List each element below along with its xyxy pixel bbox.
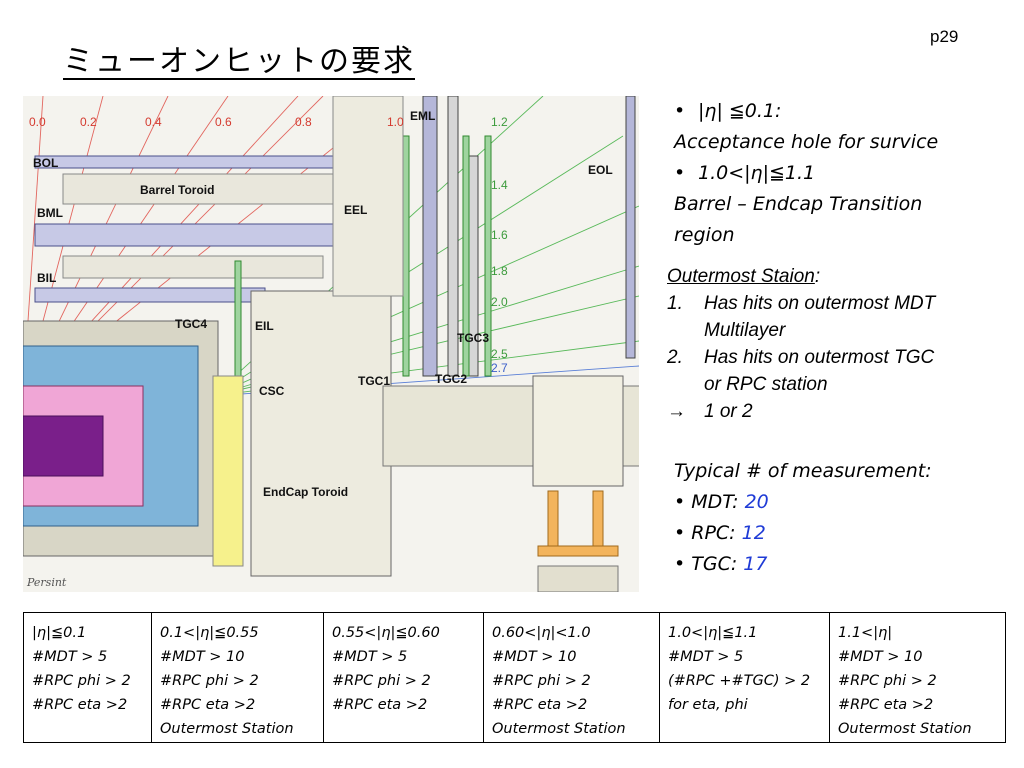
eta-label-0-4: 0.4: [145, 115, 162, 129]
table-cell: 0.55<|η|≦0.60#MDT > 5 #RPC phi > 2#RPC e…: [323, 612, 484, 743]
label-csc: CSC: [259, 384, 285, 398]
eta-label-2-5: 2.5: [491, 347, 508, 361]
outermost-heading: Outermost Staion: [667, 266, 815, 287]
inner-detector: [23, 320, 244, 567]
page-number: p29: [930, 27, 959, 46]
note-item-2-desc-1: Barrel – Endcap Transition: [674, 193, 923, 215]
measurements-heading: Typical # of measurement:: [674, 460, 932, 482]
tgc-measurement: • TGC: 17: [674, 553, 768, 575]
typical-measurements: Typical # of measurement: • MDT: 20 • RP…: [674, 456, 1014, 580]
eta-label-0-0: 0.0: [29, 115, 46, 129]
eta-label-2-7: 2.7: [491, 361, 508, 375]
label-eil: EIL: [255, 319, 274, 333]
outermost-station-conditions: Outermost Staion: 1.Has hits on outermos…: [667, 263, 1017, 425]
label-tgc1: TGC1: [358, 374, 390, 388]
label-tgc4: TGC4: [175, 317, 207, 331]
slide-title: ミューオンヒットの要求: [63, 44, 415, 79]
eta-label-1-4: 1.4: [491, 178, 508, 192]
eta-label-1-8: 1.8: [491, 264, 508, 278]
eta-label-1-6: 1.6: [491, 228, 508, 242]
note-item-2: •1.0<|η|≦1.1: [674, 162, 816, 184]
mdt-measurement: • MDT: 20: [674, 491, 769, 513]
eta-label-2-0: 2.0: [491, 295, 508, 309]
condition-result: 1 or 2: [704, 401, 753, 422]
table-cell: 0.1<|η|≦0.55#MDT > 10 #RPC phi > 2#RPC e…: [151, 612, 324, 743]
endcap-toroid: [250, 290, 639, 592]
hit-requirement-table: |η|≦0.1#MDT > 5 #RPC phi > 2#RPC eta >2 …: [23, 612, 1006, 743]
note-item-1-desc: Acceptance hole for survice: [674, 131, 939, 153]
atlas-muon-spectrometer-diagram: 0.0 0.2 0.4 0.6 0.8 1.0 1.2 1.4 1.6 1.8 …: [23, 96, 639, 592]
endcap-wheels: [234, 96, 636, 382]
barrel-chambers: [34, 155, 391, 303]
eta-label-0-2: 0.2: [80, 115, 97, 129]
table-cell: |η|≦0.1#MDT > 5 #RPC phi > 2#RPC eta >2: [23, 612, 152, 743]
label-tgc3: TGC3: [457, 331, 489, 345]
label-tgc2: TGC2: [435, 372, 467, 386]
table-cell: 1.1<|η|#MDT > 10 #RPC phi > 2#RPC eta >2…: [829, 612, 1006, 743]
label-bol: BOL: [33, 156, 58, 170]
note-item-2-desc-2: region: [674, 224, 735, 246]
eta-label-0-6: 0.6: [215, 115, 232, 129]
label-barrel-toroid: Barrel Toroid: [140, 183, 214, 197]
condition-2: Has hits on outermost TGC: [704, 347, 935, 368]
eta-label-1-2: 1.2: [491, 115, 508, 129]
diagram-credit: Persint: [26, 576, 67, 589]
table-row: |η|≦0.1#MDT > 5 #RPC phi > 2#RPC eta >2 …: [23, 612, 1006, 743]
rpc-measurement: • RPC: 12: [674, 522, 766, 544]
eta-label-1-0: 1.0: [387, 115, 404, 129]
note-item-1: •|η| ≦0.1:: [674, 100, 782, 122]
label-eel: EEL: [344, 203, 367, 217]
table-cell: 1.0<|η|≦1.1#MDT > 5 (#RPC +#TGC) > 2 for…: [659, 612, 830, 743]
label-bil: BIL: [37, 271, 56, 285]
condition-1: Has hits on outermost MDT: [704, 293, 936, 314]
eta-notes: •|η| ≦0.1: Acceptance hole for survice •…: [674, 96, 1019, 251]
label-bml: BML: [37, 206, 63, 220]
label-endcap-toroid: EndCap Toroid: [263, 485, 348, 499]
eta-label-0-8: 0.8: [295, 115, 312, 129]
arrow-icon: →: [667, 401, 686, 422]
table-cell: 0.60<|η|<1.0#MDT > 10 #RPC phi > 2#RPC e…: [483, 612, 660, 743]
label-eml: EML: [410, 109, 435, 123]
label-eol: EOL: [588, 163, 613, 177]
